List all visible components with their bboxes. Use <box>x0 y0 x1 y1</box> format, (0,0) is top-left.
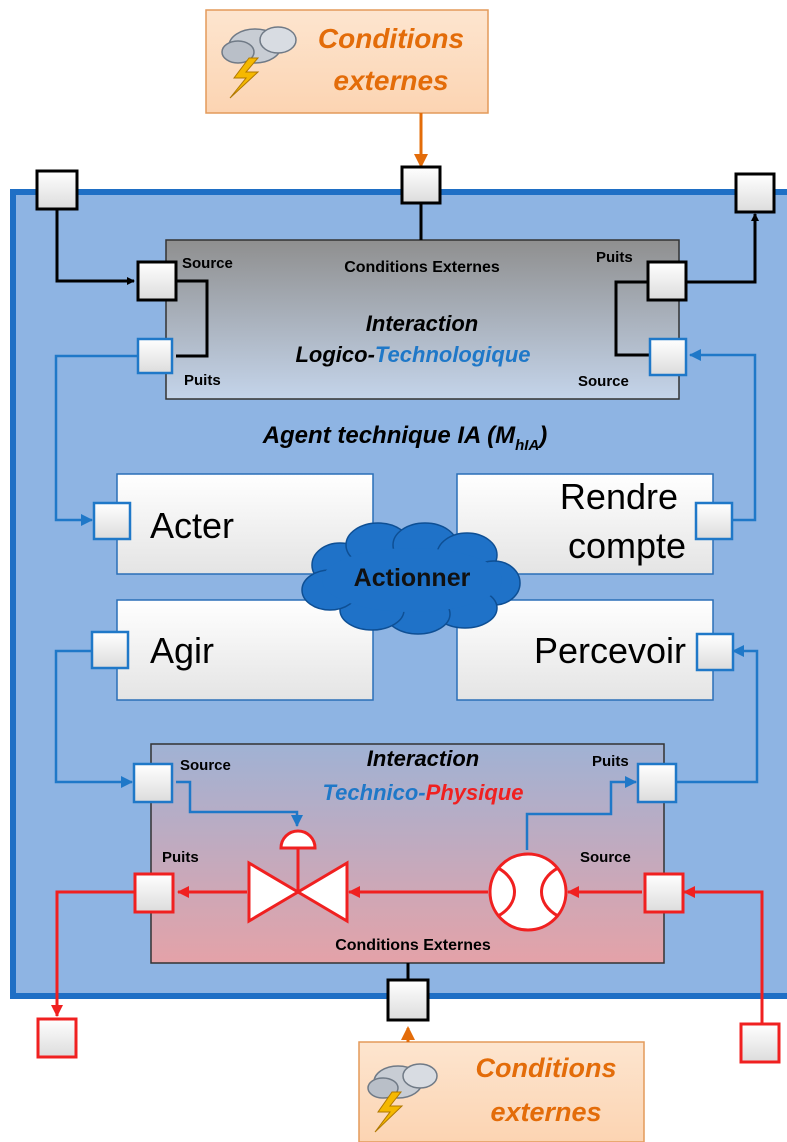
physique-conditions-label: Conditions Externes <box>335 937 491 954</box>
port-top-conditions <box>400 165 442 205</box>
bottom-conditions-box: Conditions externes <box>358 1041 645 1142</box>
port-logico-puits-right <box>646 260 688 302</box>
port-acter <box>92 501 132 541</box>
port-logico-source-left <box>136 260 178 302</box>
top-conditions-line2: externes <box>333 65 448 96</box>
weather-icon <box>367 1063 438 1133</box>
agent-title-sub: hIA <box>515 437 539 454</box>
black-link-top-right <box>668 213 759 284</box>
bottom-conditions-line1: Conditions <box>476 1053 617 1083</box>
rendre-line1: Rendre <box>560 476 678 517</box>
logico-puits-right-label: Puits <box>596 249 633 266</box>
black-link-top-left <box>55 209 135 285</box>
blue-link-agir-to-source <box>54 649 133 788</box>
port-logico-puits-left <box>136 337 174 375</box>
agent-title: Agent technique IA (MhIA) <box>262 422 548 454</box>
physique-source-top-left-label: Source <box>180 757 231 774</box>
agir-label: Agir <box>150 630 214 671</box>
valve-icon <box>247 829 349 924</box>
rendre-line2: compte <box>568 525 686 566</box>
agent-title-main: Agent technique IA (M <box>262 422 516 449</box>
red-link-in-to-source <box>683 886 764 1024</box>
percevoir-label: Percevoir <box>534 630 686 671</box>
red-link-puits-to-out <box>51 890 135 1017</box>
black-link-puits-source-right <box>614 280 650 357</box>
blue-link-puits-to-acter <box>54 354 138 526</box>
port-physique-source-top-left <box>132 762 174 804</box>
actionner-label: Actionner <box>354 564 471 592</box>
blue-link-rendre-to-source <box>689 349 757 522</box>
physique-title-physique: Physique <box>426 780 524 805</box>
bottom-conditions-line2: externes <box>490 1097 601 1127</box>
physique-puits-top-right-label: Puits <box>592 753 629 770</box>
port-physique-puits-left <box>133 872 175 914</box>
agir-box: Agir <box>116 599 374 701</box>
port-top-right <box>734 172 776 214</box>
logico-source-left-label: Source <box>182 255 233 272</box>
weather-icon <box>221 26 297 99</box>
logico-title-logico: Logico- <box>295 342 374 367</box>
port-logico-source-right <box>648 337 688 377</box>
physique-title-line1: Interaction <box>367 746 479 771</box>
port-bottom-right <box>739 1022 781 1064</box>
port-agir <box>90 630 130 670</box>
technico-physique-box: Interaction Technico-Physique Conditions… <box>150 743 665 964</box>
percevoir-box: Percevoir <box>456 599 714 701</box>
port-physique-puits-top-right <box>636 762 678 804</box>
logico-title-techno: Technologique <box>375 342 531 367</box>
actionner-cloud: Actionner <box>301 522 521 635</box>
logico-title-line2: Logico-Technologique <box>295 342 530 367</box>
port-rendre-compte <box>694 501 734 541</box>
agent-title-close: ) <box>536 422 547 449</box>
port-top-left <box>35 169 79 211</box>
acter-label: Acter <box>150 505 234 546</box>
port-physique-source-right <box>643 872 685 914</box>
port-bottom-left <box>36 1017 78 1059</box>
physique-puits-left-label: Puits <box>162 849 199 866</box>
blue-link-source-to-valve <box>176 780 303 827</box>
black-link-source-puits-left <box>176 279 209 358</box>
logico-title-line1: Interaction <box>366 311 478 336</box>
port-percevoir <box>695 632 735 672</box>
logico-conditions-label: Conditions Externes <box>344 259 500 276</box>
port-bottom-conditions <box>386 978 430 1022</box>
blue-link-puits-to-percevoir <box>672 645 759 784</box>
top-conditions-line1: Conditions <box>318 23 464 54</box>
physique-source-right-label: Source <box>580 849 631 866</box>
rendre-compte-box: Rendre compte <box>456 473 714 575</box>
logico-technologique-box: Conditions Externes Source Puits Puits S… <box>165 239 680 400</box>
logico-puits-left-label: Puits <box>184 372 221 389</box>
physique-title-line2: Technico-Physique <box>323 780 524 805</box>
logico-source-right-label: Source <box>578 373 629 390</box>
physique-title-technico: Technico- <box>323 780 426 805</box>
blue-link-sensor-to-puits <box>525 776 637 850</box>
sensor-icon <box>488 852 568 932</box>
top-conditions-box: Conditions externes <box>205 9 489 114</box>
